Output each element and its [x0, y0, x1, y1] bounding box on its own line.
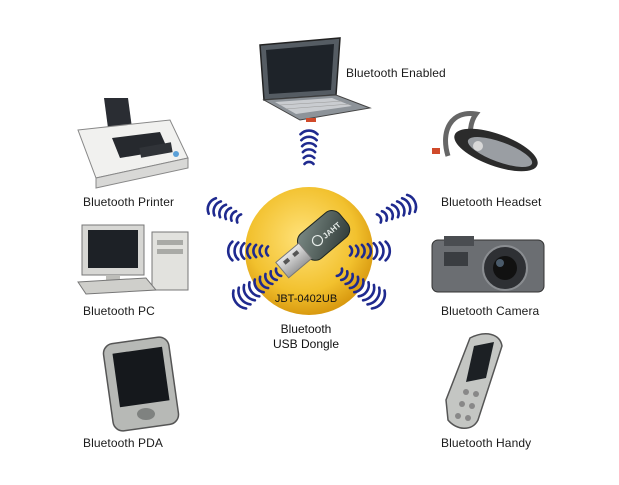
label-bluetooth-camera: Bluetooth Camera — [441, 304, 540, 318]
wave-pda — [231, 267, 283, 310]
wave-arc — [245, 242, 252, 260]
hub-caption-line2: USB Dongle — [272, 337, 340, 351]
wave-arc — [233, 241, 240, 261]
wave-arc — [299, 129, 319, 136]
wave-arc — [360, 243, 366, 259]
wave-arc — [366, 286, 381, 306]
wave-arc — [301, 148, 317, 154]
laptop-icon — [259, 37, 372, 122]
wave-arc — [231, 289, 248, 310]
wave-arc — [385, 206, 395, 221]
wave-arc — [375, 213, 383, 224]
wave-arc — [247, 281, 261, 298]
wave-pc — [226, 240, 270, 262]
wave-arc — [348, 275, 360, 290]
wave-arc — [258, 244, 264, 258]
wave-arc — [372, 242, 379, 260]
wave-arc — [378, 241, 385, 261]
hub-caption-line1: Bluetooth — [280, 322, 332, 336]
label-bluetooth-enabled: Bluetooth Enabled — [346, 66, 446, 80]
pda-icon — [102, 336, 180, 432]
wave-arc — [366, 242, 373, 260]
wave-arc — [405, 193, 418, 214]
wave-arc — [380, 209, 389, 222]
printer-icon — [77, 98, 189, 189]
wave-arc — [300, 141, 318, 148]
wave-arc — [235, 213, 243, 224]
label-bluetooth-pc: Bluetooth PC — [83, 304, 155, 318]
wave-arc — [269, 270, 279, 282]
wave-arc — [206, 196, 218, 215]
label-bluetooth-headset: Bluetooth Headset — [441, 195, 542, 209]
wave-arc — [335, 267, 344, 278]
wave-arc — [263, 272, 274, 286]
wave-printer — [206, 196, 243, 224]
wave-headset — [375, 193, 418, 224]
wave-arc — [361, 283, 376, 302]
label-bluetooth-pda: Bluetooth PDA — [83, 436, 164, 450]
wave-arc — [395, 200, 406, 217]
wave-arc — [226, 240, 234, 262]
usb-dongle-icon: JAHT — [275, 210, 351, 279]
wave-arc — [258, 275, 270, 290]
wave-arc — [212, 200, 223, 217]
hub: JAHT — [245, 187, 373, 315]
wave-arc — [339, 270, 349, 282]
mobile-phone-icon — [445, 333, 503, 429]
wave-arc — [353, 278, 365, 294]
wave-arc — [302, 154, 316, 160]
label-bluetooth-printer: Bluetooth Printer — [83, 195, 175, 209]
desktop-pc-icon — [77, 224, 189, 295]
wave-arc — [242, 283, 257, 302]
wave-arc — [218, 203, 228, 219]
wave-camera — [348, 240, 392, 262]
headset-icon — [432, 111, 538, 172]
wave-arc — [223, 206, 233, 221]
label-bluetooth-handy: Bluetooth Handy — [441, 436, 532, 450]
wave-arc — [252, 243, 258, 259]
wave-arc — [264, 245, 270, 257]
wave-arc — [357, 281, 371, 298]
wave-arc — [344, 272, 355, 286]
wave-arc — [239, 242, 246, 260]
hub-model-label: JBT-0402UB — [274, 293, 338, 305]
wave-arc — [237, 286, 252, 306]
wave-handy — [335, 267, 387, 310]
wave-arc — [400, 196, 412, 215]
wave-arc — [253, 278, 265, 294]
wave-arc — [229, 209, 238, 222]
wave-arc — [300, 135, 318, 142]
wave-arc — [274, 267, 283, 278]
wave-arc — [370, 289, 387, 310]
wave-arc — [354, 244, 360, 258]
wave-arc — [303, 160, 315, 166]
wave-arc — [348, 245, 354, 257]
wave-enabled — [299, 129, 319, 166]
wave-arc — [384, 240, 392, 262]
wave-arc — [390, 203, 400, 219]
camera-icon — [431, 236, 545, 293]
